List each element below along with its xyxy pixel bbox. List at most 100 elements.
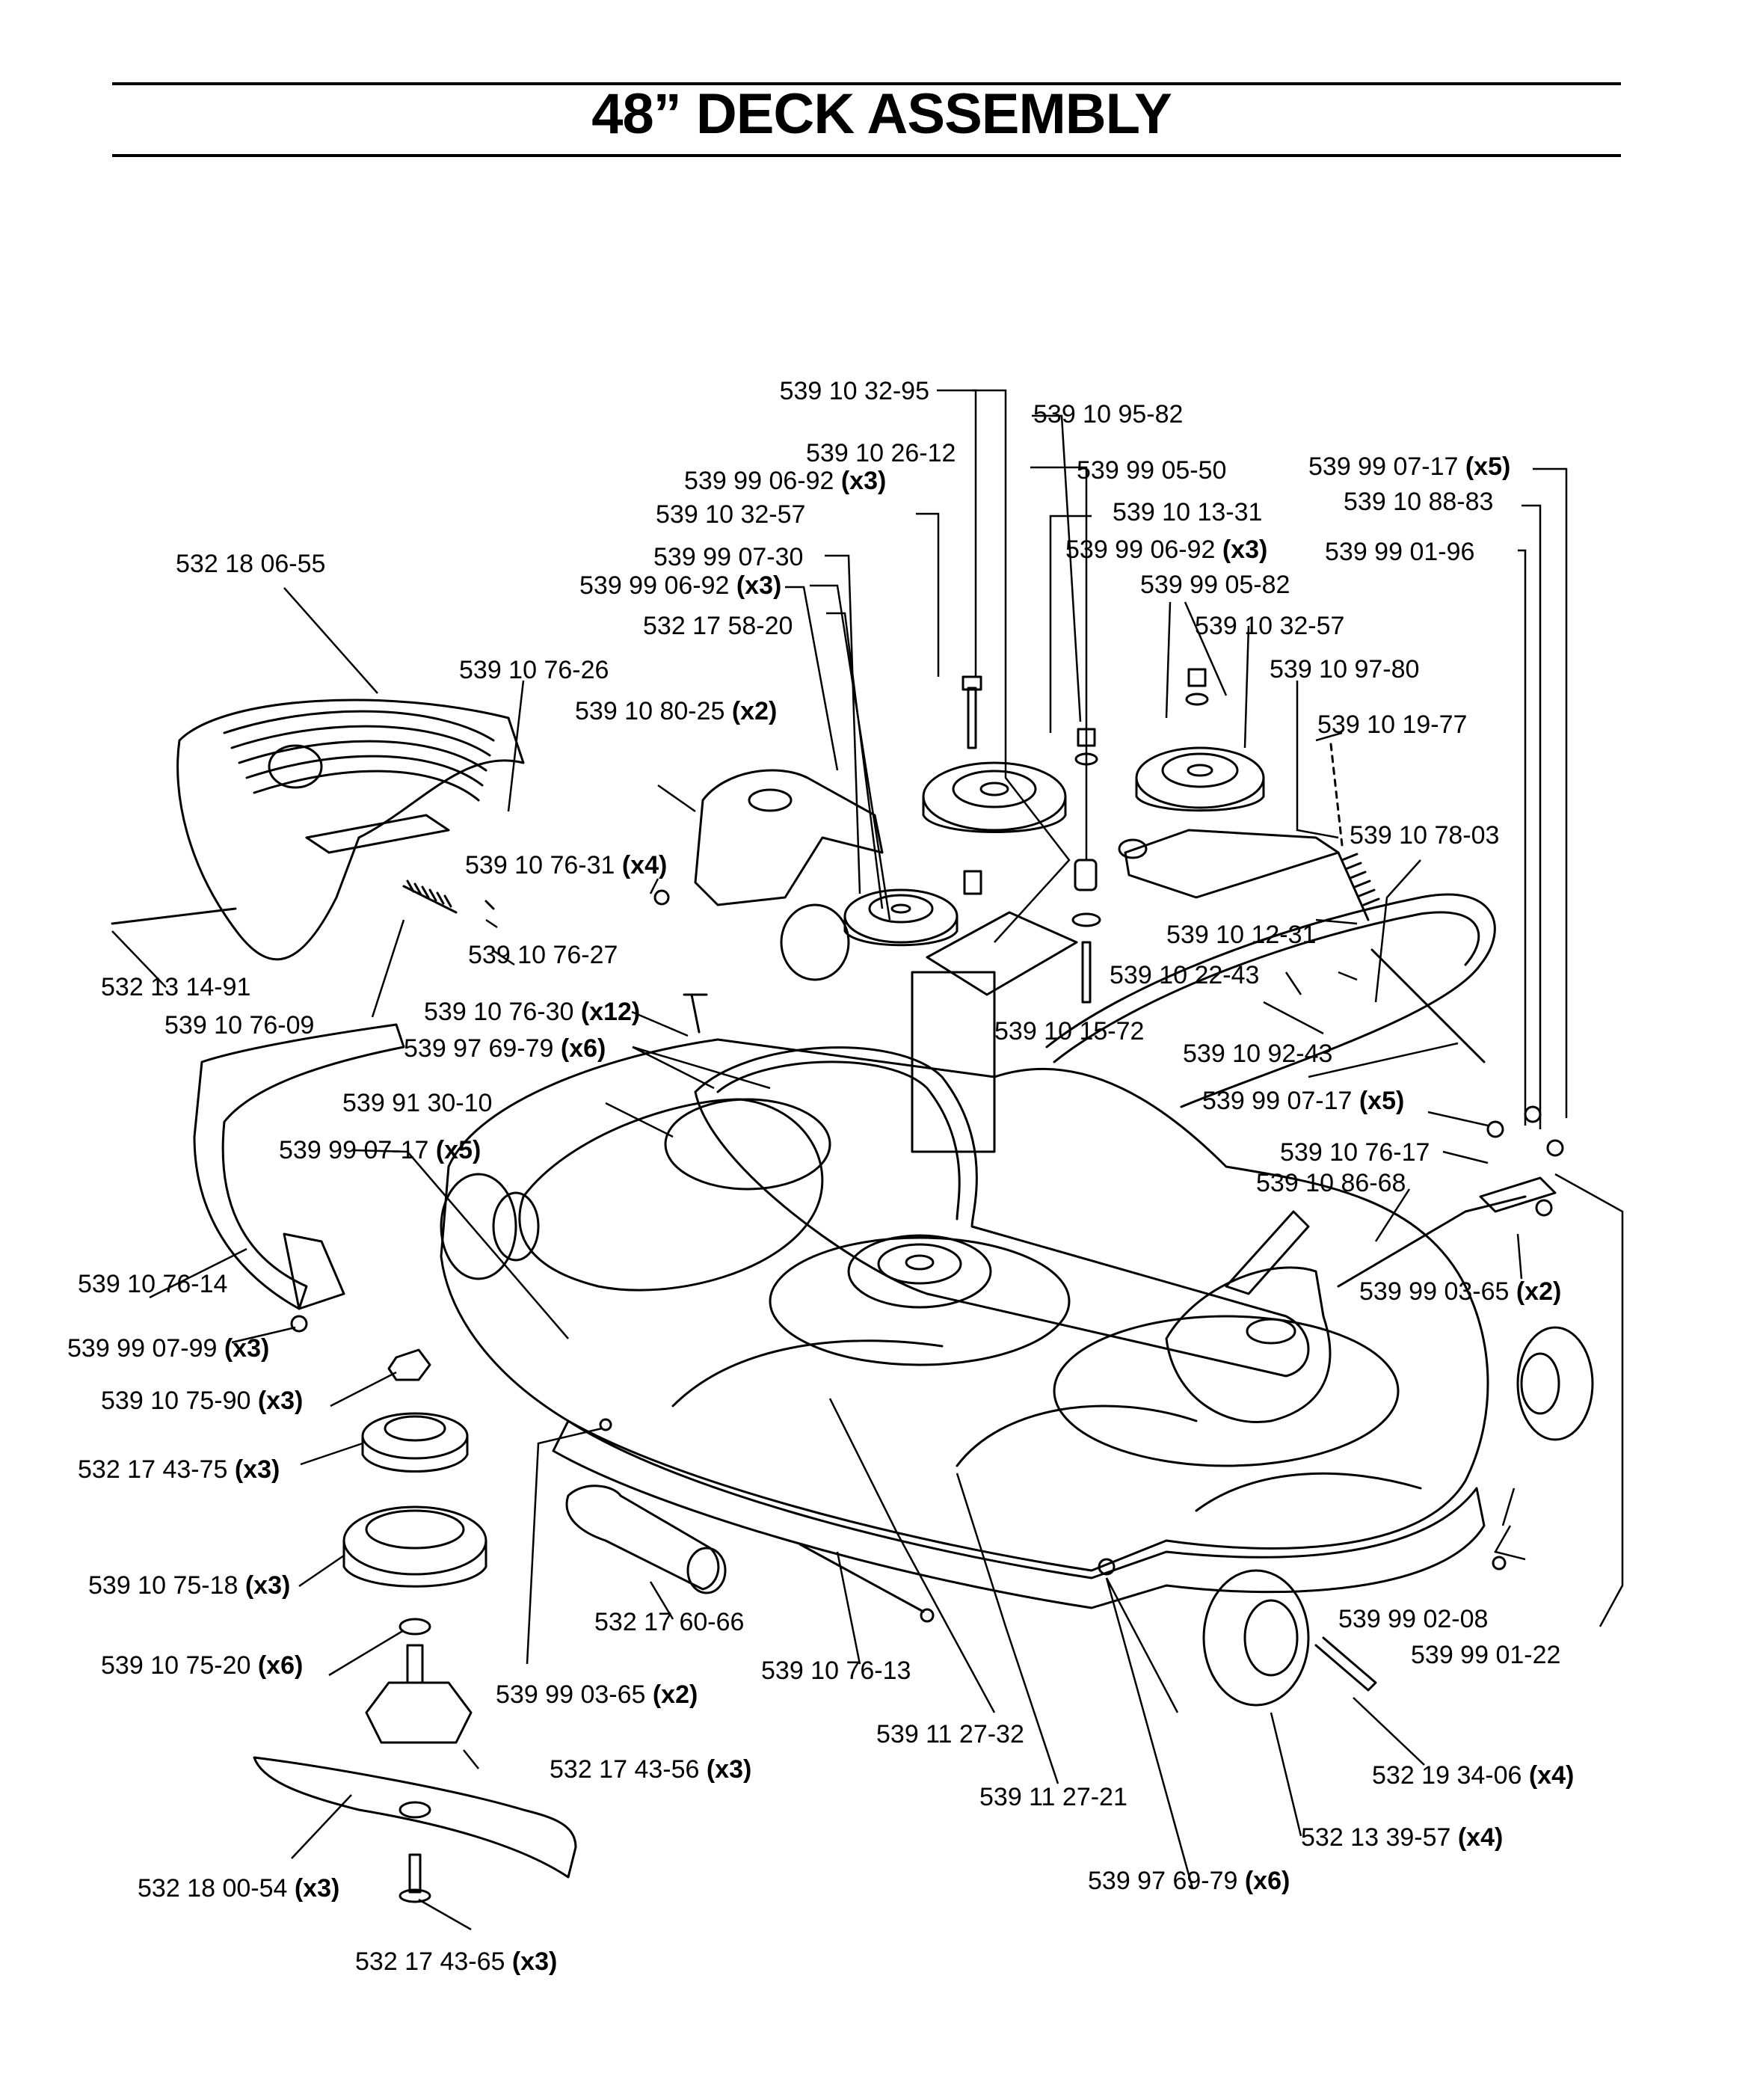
top-belt-guard [694,769,884,906]
callout-539-10-76-26: 539 10 76-26 [459,656,609,684]
spacer-539-10-75-18 [342,1505,487,1576]
callout-539-10-76-31: 539 10 76-31 (x4) [465,851,668,879]
chute-rod-532-13-14-91 [111,907,237,925]
hardware-539-99-03-65-left [599,1418,612,1431]
axle-539-10-76-13 [799,1543,925,1613]
hardware-539-99-07-17-right [1486,1120,1504,1138]
callout-539-10-26-12: 539 10 26-12 [806,439,956,467]
callout-539-99-06-92-b: 539 99 06-92 (x3) [1065,535,1268,564]
belt-guard-block [911,971,996,1153]
callout-539-10-32-95: 539 10 32-95 [779,377,929,405]
title-rule-bottom [112,154,1621,157]
mower-deck-shell [440,1038,1489,1572]
callout-539-10-13-31: 539 10 13-31 [1113,498,1263,526]
gauge-wheel-left-rear [780,903,850,981]
callout-539-91-30-10: 539 91 30-10 [342,1089,493,1117]
idler-spring-539-10-19-77 [1337,851,1370,921]
center-spindle-pulley [847,1234,992,1309]
deck-bracket-right [1225,1210,1310,1295]
lift-bracket-539-10-76-17 [1479,1176,1557,1213]
callout-539-10-78-03: 539 10 78-03 [1350,821,1500,850]
callout-539-99-07-30: 539 99 07-30 [653,543,804,571]
idler-pulley-right [1135,746,1265,809]
deck-left-chute-area [518,1098,824,1292]
blade-532-18-00-54 [253,1756,577,1879]
callout-539-99-06-92-c: 539 99 06-92 (x3) [579,571,782,600]
nut-539-10-75-90 [387,1348,431,1381]
callout-539-10-92-43: 539 10 92-43 [1183,1040,1333,1068]
callout-539-10-15-72: 539 10 15-72 [994,1017,1145,1046]
callout-539-99-03-65-left: 539 99 03-65 (x2) [496,1680,698,1709]
callout-539-10-95-82: 539 10 95-82 [1033,400,1184,429]
callout-539-99-05-82: 539 99 05-82 [1140,571,1290,599]
wheel-bolt-532-19-34-06 [1314,1636,1377,1692]
callout-539-99-07-17-right: 539 99 07-17 (x5) [1202,1087,1405,1115]
callout-539-10-19-77: 539 10 19-77 [1317,710,1468,739]
callout-532-17-43-75: 532 17 43-75 (x3) [78,1455,280,1484]
pulley-532-17-43-75 [361,1412,469,1460]
blade-bolt-532-17-43-65 [408,1853,422,1894]
rod-539-10-78-03 [1370,948,1486,1063]
callout-539-10-76-17: 539 10 76-17 [1280,1138,1430,1167]
callout-539-11-27-32: 539 11 27-32 [876,1720,1024,1749]
deck-left-dome [664,1098,831,1191]
callout-539-10-86-68: 539 10 86-68 [1256,1169,1406,1197]
idler-arm-plate [1124,829,1340,899]
leader-lines [111,389,1624,1931]
gauge-wheel-front-right [1202,1569,1310,1707]
callout-539-10-75-18: 539 10 75-18 (x3) [88,1571,291,1600]
belt-keeper-plate [926,911,1078,996]
callout-532-19-34-06: 532 19 34-06 (x4) [1372,1761,1575,1790]
bolt-539-10-15-72 [1081,941,1092,1004]
page-title: 48” DECK ASSEMBLY [591,82,1172,146]
callout-539-11-27-21: 539 11 27-21 [979,1783,1127,1811]
deck-belt [694,1046,1310,1378]
right-belt-cover [1165,1266,1332,1423]
callout-532-13-39-57: 532 13 39-57 (x4) [1301,1823,1504,1852]
callout-532-18-06-55: 532 18 06-55 [176,550,326,578]
gauge-wheel-left [440,1173,517,1280]
hardware-539-97-69-79 [1098,1558,1116,1576]
callout-532-17-43-65: 532 17 43-65 (x3) [355,1947,558,1976]
callout-532-17-58-20: 532 17 58-20 [643,612,793,640]
front-baffle-539-10-76-14 [193,1023,405,1310]
callout-539-99-01-96: 539 99 01-96 [1325,538,1475,566]
lift-link-539-10-86-68 [1337,1195,1527,1288]
callout-539-10-76-30: 539 10 76-30 (x12) [424,998,641,1026]
callout-539-99-05-50: 539 99 05-50 [1077,456,1227,485]
deck-skirt-front [552,1419,1486,1609]
deck-right-dome [1053,1315,1400,1467]
hardware-539-99-07-99 [290,1315,308,1333]
callout-539-10-76-09: 539 10 76-09 [164,1011,315,1040]
callout-539-10-76-14: 539 10 76-14 [78,1270,228,1298]
callout-539-10-88-83: 539 10 88-83 [1344,488,1494,516]
callout-539-10-76-27: 539 10 76-27 [468,941,618,969]
callout-539-10-75-20: 539 10 75-20 (x6) [101,1651,304,1680]
spindle-532-17-43-56 [365,1644,473,1744]
callout-539-99-06-92-a: 539 99 06-92 (x3) [684,467,887,495]
gauge-wheel-right [1516,1326,1594,1441]
roller-532-17-60-66 [565,1485,720,1591]
deck-rib-1 [671,1339,944,1407]
callout-532-18-00-54: 532 18 00-54 (x3) [138,1874,340,1903]
callout-539-99-07-17-top: 539 99 07-17 (x5) [1308,452,1511,481]
anti-scalp-rod [1045,893,1496,1108]
chute-48-logo [268,744,323,789]
callout-539-10-80-25: 539 10 80-25 (x2) [575,697,778,725]
hardware-539-10-76-30 [683,993,708,1034]
callout-532-13-14-91: 532 13 14-91 [101,973,251,1001]
callout-539-10-22-43: 539 10 22-43 [1110,961,1260,989]
deck-center-dome [769,1236,1071,1366]
callout-539-10-97-80: 539 10 97-80 [1270,655,1420,684]
callout-532-17-43-56: 532 17 43-56 (x3) [550,1755,752,1784]
hardware-539-10-76-31 [653,889,670,906]
idler-pulley-left [922,761,1067,832]
callout-539-99-03-65-right: 539 99 03-65 (x2) [1359,1277,1562,1306]
callout-539-99-07-17-left: 539 99 07-17 (x5) [279,1136,481,1164]
deck-rib-2 [956,1404,1198,1467]
callout-539-99-01-22: 539 99 01-22 [1411,1641,1561,1669]
callout-539-99-02-08: 539 99 02-08 [1338,1605,1489,1633]
callout-539-10-76-13: 539 10 76-13 [761,1657,911,1685]
callout-532-17-60-66: 532 17 60-66 [594,1608,745,1636]
